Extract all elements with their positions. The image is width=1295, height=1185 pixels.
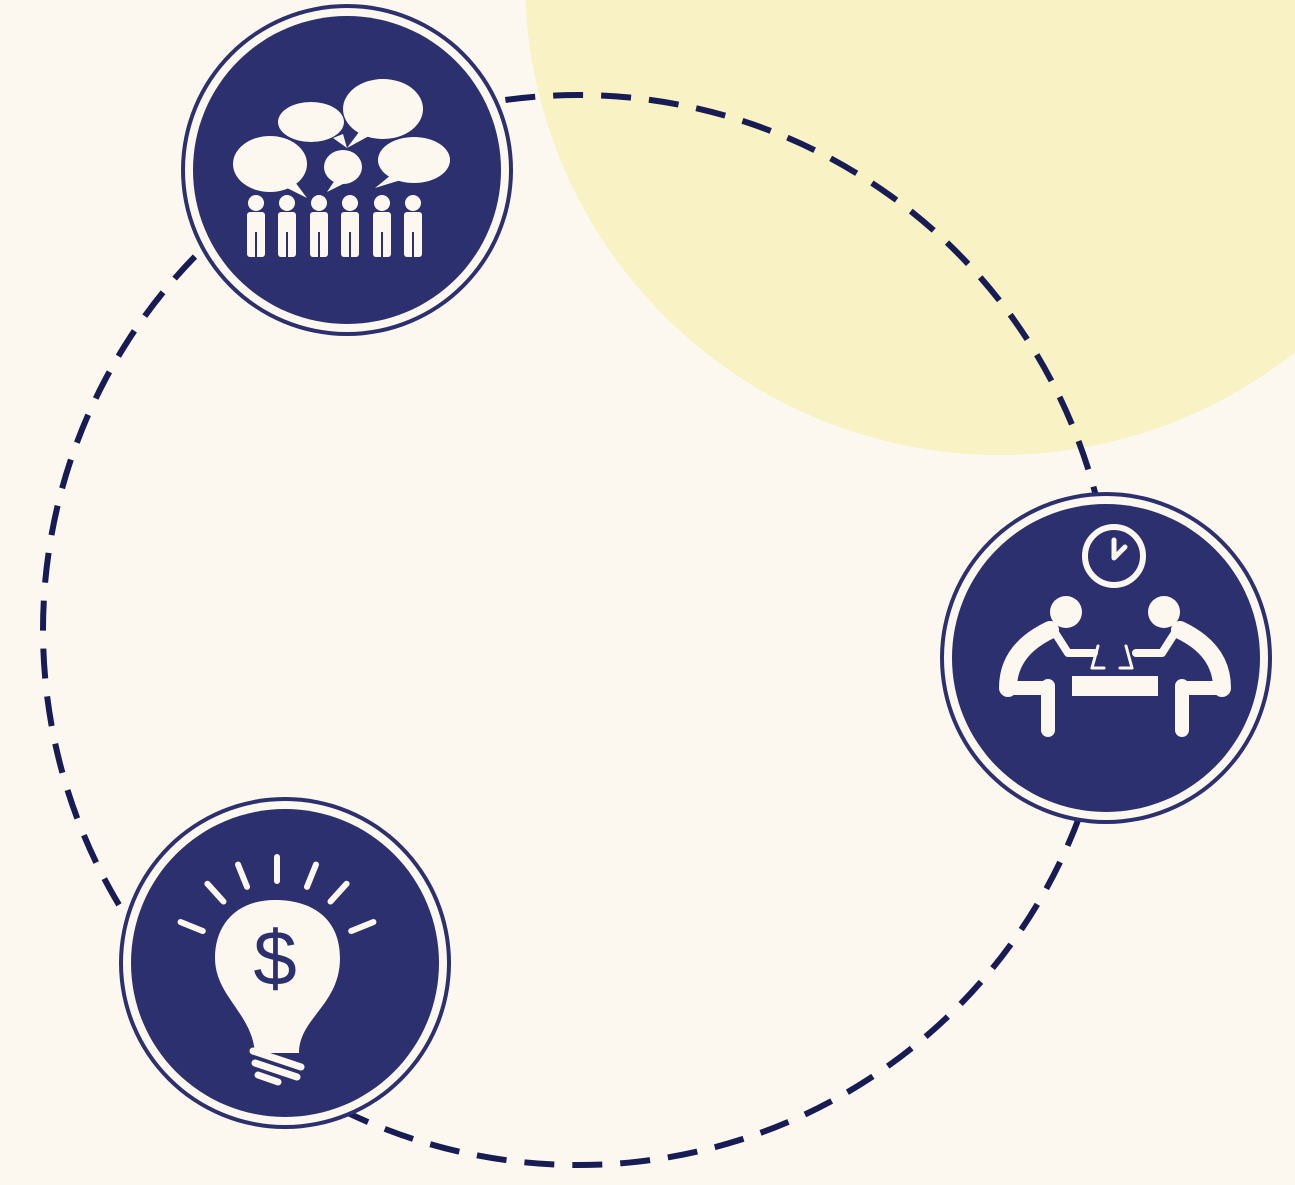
crowd-speech-bubbles-icon: [233, 79, 450, 258]
person-icon: [278, 195, 296, 258]
ray-line: [235, 861, 251, 890]
person-left-icon: [999, 596, 1098, 737]
ray-line: [348, 919, 377, 935]
node-meeting: [940, 492, 1272, 824]
person-icon: [373, 195, 391, 258]
person-icon: [404, 195, 422, 258]
light-rays-icon: [177, 854, 377, 935]
meeting-table-clock-icon: [999, 524, 1231, 737]
person-right-icon: [1132, 596, 1231, 737]
table-icon: [1072, 644, 1158, 696]
bulb-base-icon: [249, 1047, 305, 1086]
ray-line: [177, 919, 206, 935]
person-icon: [310, 195, 328, 258]
node-idea: $: [119, 797, 451, 1129]
ray-line: [303, 861, 319, 890]
lightbulb-dollar-icon: $: [177, 854, 377, 1086]
ray-line: [204, 880, 227, 905]
ray-line: [327, 880, 350, 905]
bulb-shape: [215, 900, 340, 1053]
node-crowd: [181, 4, 513, 336]
clock-icon: [1082, 524, 1146, 588]
person-icon: [341, 195, 359, 258]
person-icon: [247, 195, 265, 258]
dollar-symbol: $: [253, 914, 296, 1002]
